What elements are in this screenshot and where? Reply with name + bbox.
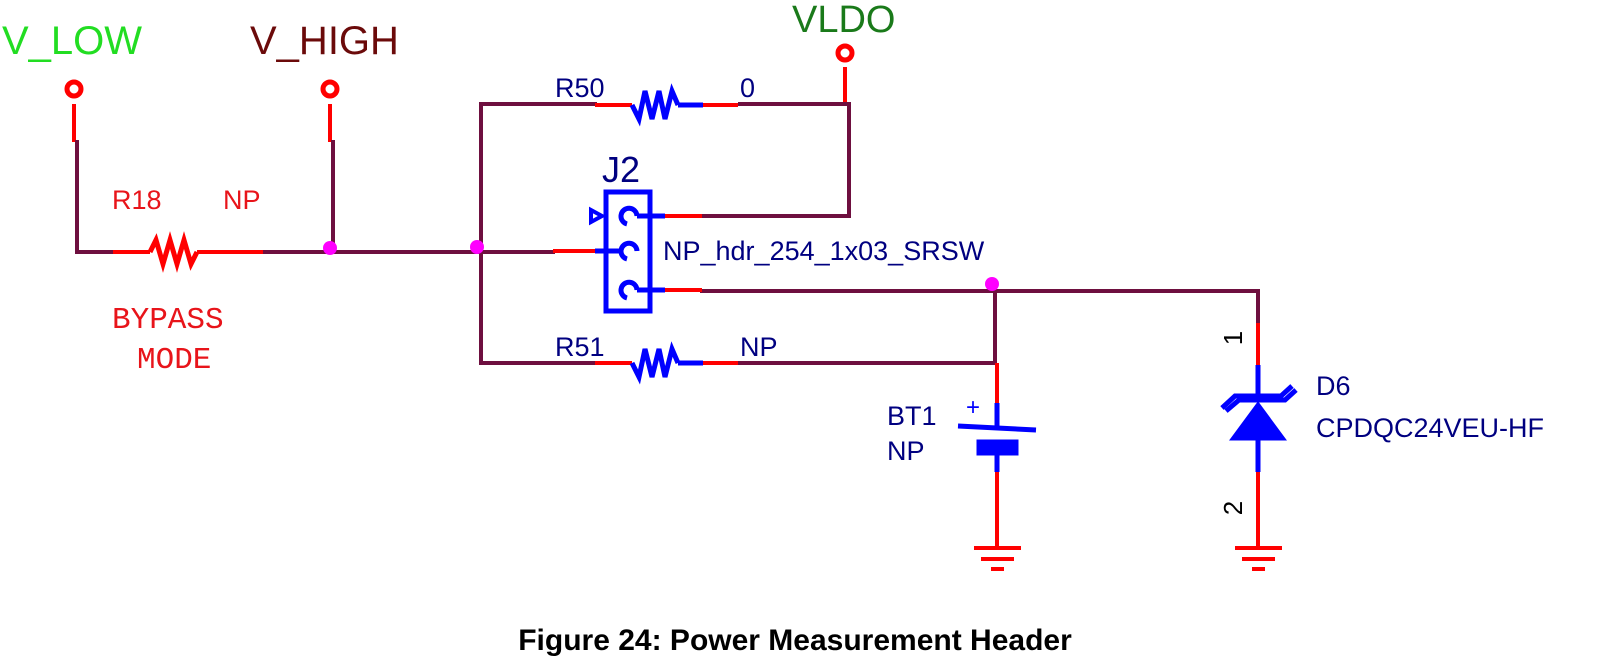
d6-designator: D6 [1316,371,1351,401]
junction-dot [985,277,999,291]
header-pin-3 [618,279,702,301]
resistor-r18[interactable]: R18 NP BYPASS MODE [112,185,263,378]
resistor-zigzag-icon [629,341,681,385]
wire [75,140,115,254]
diode-triangle-icon [1229,401,1287,441]
port-circle-icon [320,79,340,99]
pin1-marker-icon [589,206,607,226]
diode-d6[interactable]: D6 CPDQC24VEU-HF 1 2 [1218,323,1544,571]
resistor-r50[interactable]: R50 0 [555,73,755,127]
r50-value: 0 [740,73,755,103]
pin-socket-icon [618,205,640,227]
header-j2[interactable]: J2 NP_hdr_254_1x03_SRSW [553,149,985,314]
resistor-zigzag-icon [147,231,200,273]
bt1-polarity: + [966,394,980,421]
r18-designator: R18 [112,185,162,215]
port-vldo [835,43,855,105]
r18-note-line2: MODE [137,343,211,378]
zener-bar-icon [1220,384,1294,410]
bt1-value: NP [887,436,925,466]
pin-socket-icon [618,240,640,262]
header-pin-1 [618,205,702,227]
d6-pin1-number: 1 [1218,331,1248,345]
r51-designator: R51 [555,332,605,362]
d6-value: CPDQC24VEU-HF [1316,413,1544,443]
port-circle-icon [835,43,855,63]
battery-bt1[interactable]: BT1 NP + [887,363,1037,571]
j2-designator: J2 [602,149,640,190]
r18-note-line1: BYPASS [112,303,224,338]
pin-socket-icon [618,279,640,301]
wires [75,102,1260,365]
zener-bar-icon [1224,388,1298,413]
resistor-r51[interactable]: R51 NP [555,332,778,385]
r51-value: NP [740,332,778,362]
port-v-low [64,79,84,142]
bt1-designator: BT1 [887,401,937,431]
net-label-v-low: V_LOW [2,19,142,63]
wire [700,102,851,218]
header-pin-2 [553,240,640,262]
ground-icon [974,546,1021,571]
r50-designator: R50 [555,73,605,103]
d6-pin2-number: 2 [1218,501,1248,515]
wire [479,102,597,365]
junction-dot [323,241,337,255]
junction-dot [470,240,484,254]
figure-caption: Figure 24: Power Measurement Header [518,624,1072,657]
wire [700,289,1260,325]
net-label-vldo: VLDO [792,0,895,41]
net-label-v-high: V_HIGH [250,19,399,63]
battery-plate-short [976,439,1019,456]
resistor-zigzag-icon [629,83,681,127]
ground-icon [1235,546,1282,571]
j2-value: NP_hdr_254_1x03_SRSW [663,236,985,266]
port-circle-icon [64,79,84,99]
r18-value: NP [223,185,261,215]
port-v-high [320,79,340,142]
battery-plate-long [957,423,1037,433]
